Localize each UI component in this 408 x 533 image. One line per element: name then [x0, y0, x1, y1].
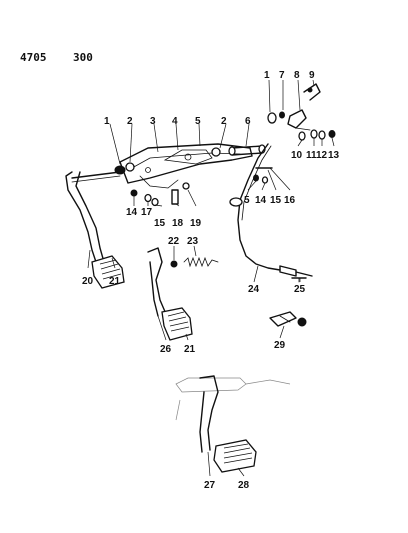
callout-14: 14	[126, 207, 138, 218]
bushing-left	[114, 162, 135, 175]
callout-10: 10	[291, 150, 303, 161]
diagram-code-right: 300	[73, 51, 93, 64]
cable-clip	[291, 277, 307, 283]
callout-9: 9	[309, 70, 315, 81]
clutch-cable	[229, 143, 313, 277]
callout-4: 4	[172, 116, 178, 127]
callout-19: 19	[190, 218, 202, 229]
callout-17: 17	[141, 207, 153, 218]
callout-1: 1	[104, 116, 110, 127]
diagram-code-left: 4705	[20, 51, 47, 64]
bushing-right	[211, 147, 221, 157]
callout-2: 2	[127, 116, 133, 127]
callout-15b: 15	[270, 195, 282, 206]
callout-5b: 5	[244, 195, 250, 206]
callout-5: 5	[195, 116, 201, 127]
callout-1b: 1	[264, 70, 270, 81]
clutch-pedal-left	[65, 171, 125, 289]
callout-15: 15	[154, 218, 166, 229]
brake-pedal-middle	[147, 247, 193, 341]
callout-26: 26	[160, 344, 172, 355]
callout-27: 27	[204, 480, 216, 491]
callout-23: 23	[187, 236, 199, 247]
callout-21b: 21	[184, 344, 196, 355]
pivot-shaft	[71, 171, 121, 183]
callout-21: 21	[109, 276, 121, 287]
pedal-assembly-lower	[175, 375, 291, 473]
callout-18: 18	[172, 218, 184, 229]
callout-11: 11	[306, 150, 317, 161]
callout-25: 25	[294, 284, 306, 295]
callout-8: 8	[294, 70, 300, 81]
callout-29: 29	[274, 340, 286, 351]
pedal-support-bracket	[119, 143, 253, 189]
callout-3: 3	[150, 116, 156, 127]
cable-washers	[295, 127, 336, 141]
callout-16: 16	[284, 195, 296, 206]
pedal-switch	[269, 311, 307, 327]
cable-adjuster	[267, 83, 321, 129]
callout-28: 28	[238, 480, 250, 491]
callout-labels: 1 2 3 4 5 2 6 1 7 8 9 10 11 12 13 14 17 …	[82, 70, 340, 491]
return-spring	[170, 256, 219, 268]
callout-14b: 14	[255, 195, 267, 206]
callout-24: 24	[248, 284, 260, 295]
callout-6: 6	[245, 116, 251, 127]
callout-2b: 2	[221, 116, 227, 127]
leader-lines	[87, 79, 335, 477]
callout-12: 12	[316, 150, 328, 161]
callout-7: 7	[279, 70, 285, 81]
callout-13: 13	[328, 150, 340, 161]
callout-22: 22	[168, 236, 180, 247]
callout-20: 20	[82, 276, 94, 287]
